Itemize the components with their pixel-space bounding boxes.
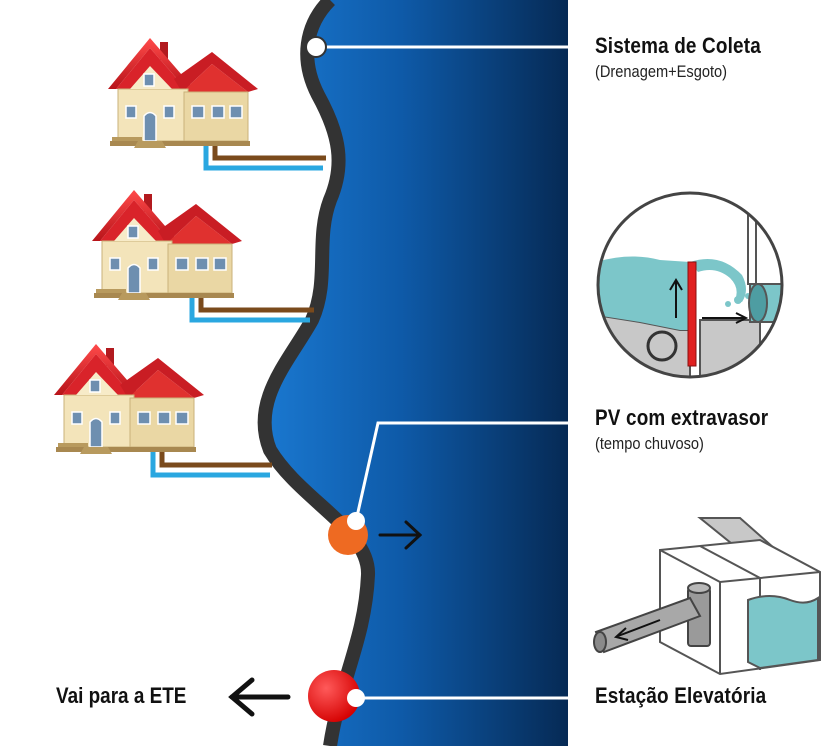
water-channel	[264, 0, 568, 746]
coleta-subtitle: (Drenagem+Esgoto)	[595, 62, 728, 81]
house-icon	[53, 343, 205, 455]
coleta-marker	[305, 36, 327, 58]
service-pipes	[150, 143, 326, 478]
coleta-title: Sistema de Coleta	[595, 33, 761, 58]
elevatoria-marker	[308, 670, 360, 722]
ete-label: Vai para a ETE	[56, 683, 187, 708]
pv-title: PV com extravasor	[595, 405, 769, 430]
pump-station-icon	[593, 517, 821, 676]
pv-subtitle: (tempo chuvoso)	[595, 434, 704, 453]
house-icon	[91, 189, 243, 301]
arrow-left-icon	[228, 677, 291, 717]
pv-label: PV com extravasor (tempo chuvoso)	[595, 405, 797, 454]
elevatoria-title: Estação Elevatória	[595, 683, 767, 708]
pv-marker-dot	[347, 512, 365, 530]
elevatoria-marker-dot	[347, 689, 365, 707]
leader-lines	[316, 45, 590, 700]
channel-wall	[257, 0, 375, 746]
pv-overflow-detail-icon	[596, 191, 784, 379]
coleta-label: Sistema de Coleta (Drenagem+Esgoto)	[595, 33, 788, 82]
house-icon	[107, 37, 259, 149]
elevatoria-label: Estação Elevatória	[595, 683, 794, 709]
arrow-right-icon	[378, 520, 423, 550]
